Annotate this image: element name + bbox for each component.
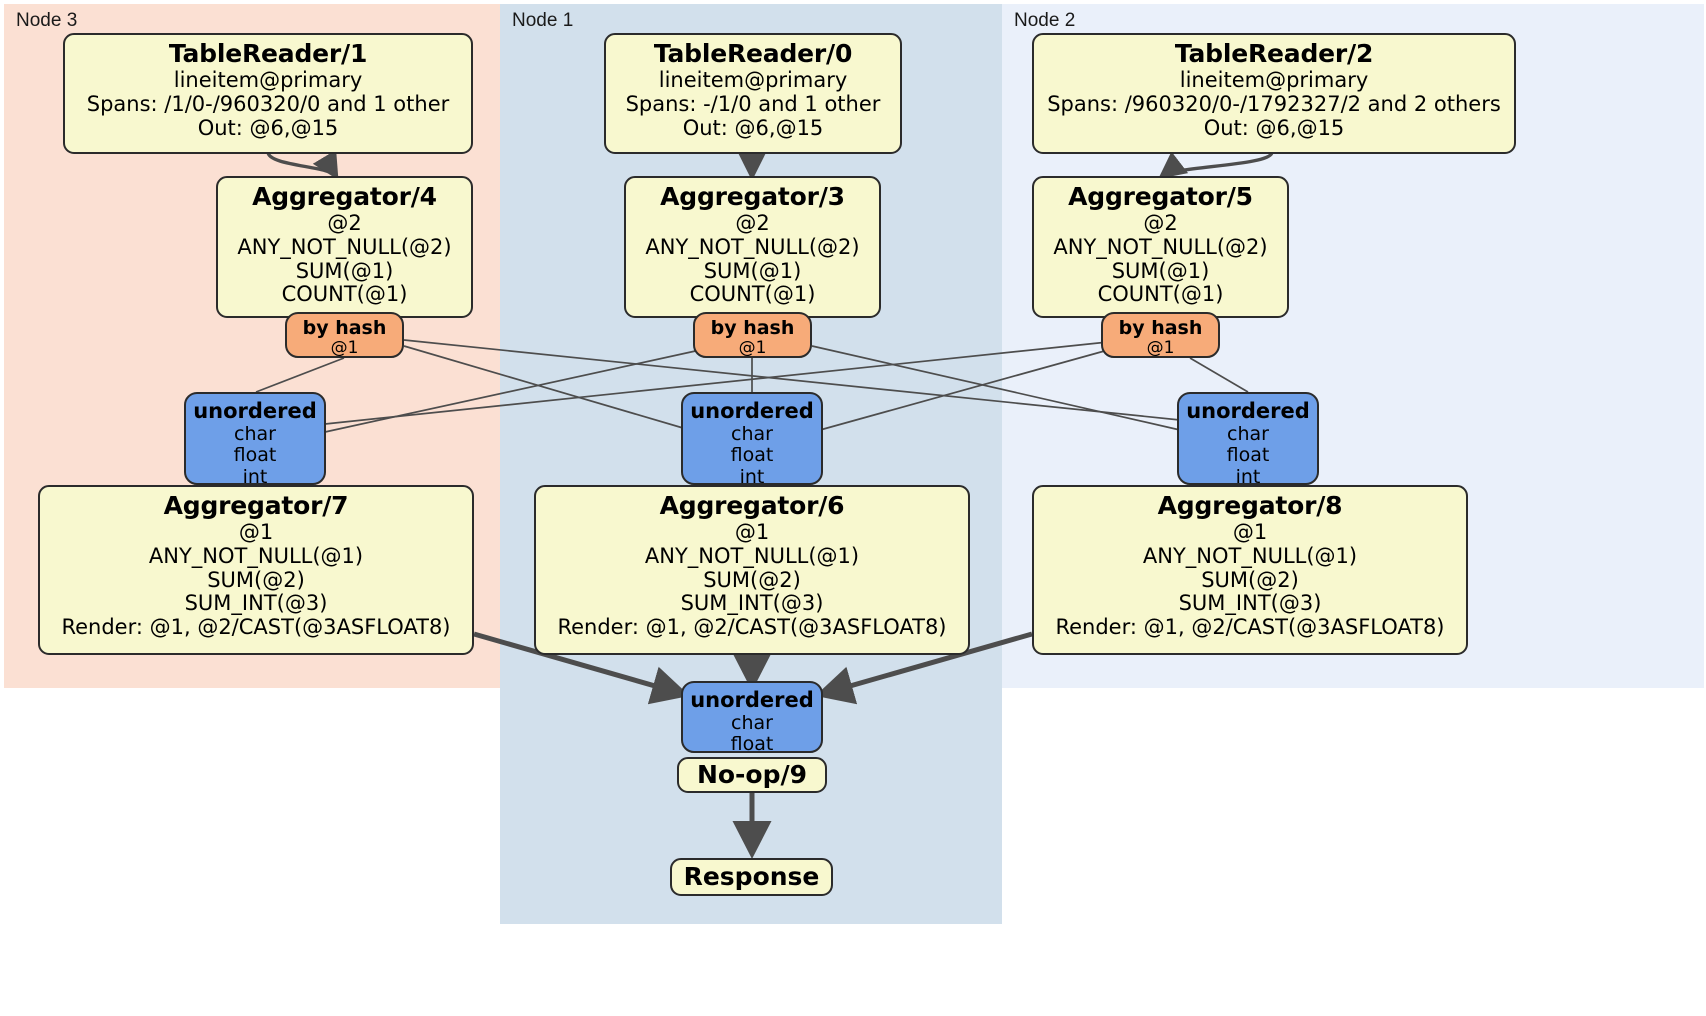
processor-detail-groupcol: @2 bbox=[327, 211, 362, 236]
node-panel-label-node3: Node 3 bbox=[16, 10, 78, 31]
processor-detail-agg1: ANY_NOT_NULL(@1) bbox=[644, 543, 860, 568]
processor-detail-groupcol: @1 bbox=[238, 520, 274, 545]
processor-detail-spans: Spans: -/1/0 and 1 other bbox=[625, 91, 881, 116]
router-by-hash-node3[interactable]: by hash @1 bbox=[285, 312, 404, 358]
processor-detail-spans: Spans: /1/0-/960320/0 and 1 other bbox=[86, 91, 450, 116]
synchronizer-title: unordered bbox=[690, 399, 814, 423]
processor-detail-agg3: SUM_INT(@3) bbox=[680, 591, 824, 616]
processor-detail-agg1: ANY_NOT_NULL(@2) bbox=[237, 234, 452, 259]
processor-detail-agg2: SUM(@1) bbox=[1111, 258, 1210, 283]
processor-detail-agg2: SUM(@2) bbox=[703, 567, 801, 592]
processor-title: Aggregator/7 bbox=[163, 491, 349, 520]
processor-detail-table: lineitem@primary bbox=[658, 68, 848, 93]
processor-detail-agg1: ANY_NOT_NULL(@1) bbox=[1142, 543, 1358, 568]
processor-detail-agg3: COUNT(@1) bbox=[689, 282, 816, 307]
processor-detail-groupcol: @2 bbox=[735, 211, 770, 236]
processor-tablereader0[interactable]: TableReader/0 lineitem@primary Spans: -/… bbox=[604, 33, 902, 154]
synchronizer-type-2: float bbox=[730, 733, 774, 756]
processor-title: Response bbox=[683, 861, 820, 891]
processor-detail-out: Out: @6,@15 bbox=[1203, 115, 1345, 140]
processor-detail-groupcol: @2 bbox=[1143, 211, 1178, 236]
processor-title: Aggregator/6 bbox=[659, 491, 845, 520]
processor-detail-agg3: SUM_INT(@3) bbox=[184, 591, 328, 616]
router-by-hash-node1[interactable]: by hash @1 bbox=[693, 312, 812, 358]
router-title: by hash bbox=[302, 317, 387, 339]
processor-detail-render: Render: @1, @2/CAST(@3ASFLOAT8) bbox=[557, 615, 947, 640]
synchronizer-title: unordered bbox=[1186, 399, 1310, 423]
router-title: by hash bbox=[1118, 317, 1203, 339]
synchronizer-type-1: char bbox=[1227, 422, 1269, 445]
processor-detail-agg2: SUM(@1) bbox=[295, 258, 394, 283]
processor-title: No-op/9 bbox=[696, 759, 808, 789]
processor-tablereader2[interactable]: TableReader/2 lineitem@primary Spans: /9… bbox=[1032, 33, 1516, 154]
processor-detail-agg1: ANY_NOT_NULL(@1) bbox=[148, 543, 364, 568]
synchronizer-title: unordered bbox=[193, 399, 317, 423]
processor-title: Aggregator/4 bbox=[252, 182, 437, 211]
processor-detail-out: Out: @6,@15 bbox=[197, 115, 339, 140]
processor-detail-table: lineitem@primary bbox=[1179, 68, 1369, 93]
processor-title: Aggregator/5 bbox=[1068, 182, 1253, 211]
processor-tablereader1[interactable]: TableReader/1 lineitem@primary Spans: /1… bbox=[63, 33, 473, 154]
processor-aggregator4[interactable]: Aggregator/4 @2 ANY_NOT_NULL(@2) SUM(@1)… bbox=[216, 176, 473, 318]
node-panel-label-node1: Node 1 bbox=[512, 10, 574, 31]
synchronizer-type-2: float bbox=[730, 444, 774, 467]
synchronizer-title: unordered bbox=[690, 688, 814, 712]
synchronizer-unordered-node1[interactable]: unordered char float int bbox=[681, 392, 823, 488]
node-panel-label-node2: Node 2 bbox=[1014, 10, 1076, 31]
processor-aggregator6[interactable]: Aggregator/6 @1 ANY_NOT_NULL(@1) SUM(@2)… bbox=[534, 485, 970, 655]
synchronizer-type-3: int bbox=[1235, 465, 1261, 488]
processor-detail-render: Render: @1, @2/CAST(@3ASFLOAT8) bbox=[1055, 615, 1445, 640]
processor-detail-render: Render: @1, @2/CAST(@3ASFLOAT8) bbox=[61, 615, 451, 640]
synchronizer-unordered-node2[interactable]: unordered char float int bbox=[1177, 392, 1319, 488]
router-by-hash-node2[interactable]: by hash @1 bbox=[1101, 312, 1220, 358]
processor-detail-agg2: SUM(@2) bbox=[207, 567, 305, 592]
processor-detail-groupcol: @1 bbox=[734, 520, 770, 545]
processor-detail-agg2: SUM(@2) bbox=[1201, 567, 1299, 592]
processor-response[interactable]: Response bbox=[670, 858, 833, 896]
processor-title: Aggregator/8 bbox=[1157, 491, 1343, 520]
synchronizer-type-3: int bbox=[739, 465, 765, 488]
processor-aggregator5[interactable]: Aggregator/5 @2 ANY_NOT_NULL(@2) SUM(@1)… bbox=[1032, 176, 1289, 318]
processor-title: TableReader/1 bbox=[168, 39, 368, 68]
synchronizer-unordered-node3[interactable]: unordered char float int bbox=[184, 392, 326, 488]
processor-aggregator3[interactable]: Aggregator/3 @2 ANY_NOT_NULL(@2) SUM(@1)… bbox=[624, 176, 881, 318]
synchronizer-type-2: float bbox=[233, 444, 277, 467]
synchronizer-type-1: char bbox=[731, 422, 773, 445]
router-detail-column: @1 bbox=[1146, 338, 1175, 359]
synchronizer-type-3: int bbox=[242, 465, 268, 488]
synchronizer-unordered-final[interactable]: unordered char float bbox=[681, 681, 823, 756]
router-title: by hash bbox=[710, 317, 795, 339]
processor-detail-groupcol: @1 bbox=[1232, 520, 1268, 545]
processor-detail-out: Out: @6,@15 bbox=[682, 115, 824, 140]
processor-detail-agg2: SUM(@1) bbox=[703, 258, 802, 283]
processor-detail-agg1: ANY_NOT_NULL(@2) bbox=[645, 234, 860, 259]
processor-title: TableReader/0 bbox=[653, 39, 853, 68]
processor-aggregator7[interactable]: Aggregator/7 @1 ANY_NOT_NULL(@1) SUM(@2)… bbox=[38, 485, 474, 655]
synchronizer-type-1: char bbox=[234, 422, 276, 445]
processor-detail-agg3: SUM_INT(@3) bbox=[1178, 591, 1322, 616]
processor-detail-table: lineitem@primary bbox=[173, 68, 363, 93]
router-detail-column: @1 bbox=[330, 338, 359, 359]
processor-noop9[interactable]: No-op/9 bbox=[677, 757, 827, 793]
synchronizer-type-1: char bbox=[731, 711, 773, 734]
processor-aggregator8[interactable]: Aggregator/8 @1 ANY_NOT_NULL(@1) SUM(@2)… bbox=[1032, 485, 1468, 655]
router-detail-column: @1 bbox=[738, 338, 767, 359]
processor-detail-agg1: ANY_NOT_NULL(@2) bbox=[1053, 234, 1268, 259]
processor-title: Aggregator/3 bbox=[660, 182, 845, 211]
processor-title: TableReader/2 bbox=[1174, 39, 1374, 68]
processor-detail-spans: Spans: /960320/0-/1792327/2 and 2 others bbox=[1047, 91, 1501, 116]
processor-detail-agg3: COUNT(@1) bbox=[281, 282, 408, 307]
processor-detail-agg3: COUNT(@1) bbox=[1097, 282, 1224, 307]
synchronizer-type-2: float bbox=[1226, 444, 1270, 467]
